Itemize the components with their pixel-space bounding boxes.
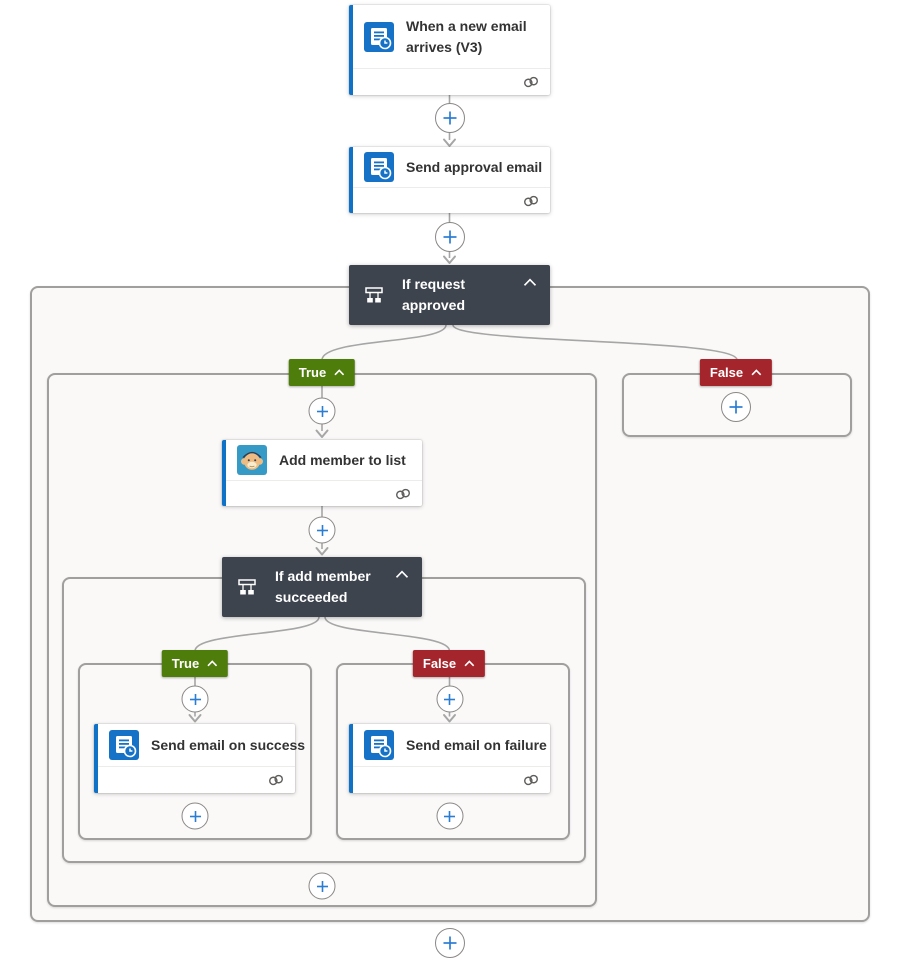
true-branch-badge[interactable]: True [288, 359, 356, 386]
action-card-send-email-on-failure[interactable]: Send email on failure [349, 724, 550, 793]
condition-card-if-request-approved[interactable]: If request approved [349, 265, 550, 325]
mailchimp-icon [237, 445, 267, 475]
add-action-button[interactable] [181, 802, 209, 830]
condition-card-if-add-member-succeeded[interactable]: If add member succeeded [222, 557, 422, 617]
card-title: Send email on failure [406, 736, 547, 753]
action-card-send-email-on-success[interactable]: Send email on success [94, 724, 305, 793]
plus-icon [444, 810, 455, 822]
plus-icon [316, 524, 328, 536]
insert-step-button[interactable] [434, 222, 465, 252]
condition-icon [238, 579, 256, 595]
card-footer [226, 480, 422, 506]
condition-icon [365, 287, 383, 303]
card-title: If request approved [402, 276, 466, 313]
outlook-icon [364, 21, 394, 52]
chevron-up-icon[interactable] [207, 660, 218, 667]
plus-icon [189, 810, 201, 822]
plus-icon [443, 936, 456, 950]
plus-icon [189, 693, 201, 705]
card-title: Add member to list [279, 451, 406, 468]
chevron-up-icon[interactable] [395, 570, 409, 579]
false-branch-badge-inner[interactable]: False [412, 650, 486, 677]
badge-label: True [171, 656, 200, 671]
action-card-send-approval-email[interactable]: Send approval email [349, 147, 550, 213]
card-title: If add member succeeded [275, 568, 371, 605]
add-action-button[interactable] [721, 392, 751, 422]
connection-icon [524, 76, 538, 87]
plus-icon [443, 111, 456, 125]
card-footer [98, 766, 295, 792]
card-footer [353, 187, 550, 213]
action-card-add-member-to-list[interactable]: Add member to list [222, 440, 422, 506]
connection-icon [396, 488, 410, 499]
add-action-button[interactable] [308, 872, 336, 900]
trigger-card-when-new-email[interactable]: When a new email arrives (V3) [349, 5, 550, 95]
chevron-up-icon[interactable] [464, 660, 475, 667]
connection-icon [524, 774, 538, 785]
badge-label: True [298, 365, 327, 380]
plus-icon [316, 405, 328, 417]
badge-label: False [422, 656, 457, 671]
insert-step-button[interactable] [308, 397, 336, 425]
insert-step-button[interactable] [436, 685, 463, 713]
plus-icon [316, 880, 328, 892]
chevron-up-icon[interactable] [751, 369, 762, 376]
insert-step-button[interactable] [181, 685, 209, 713]
false-branch-badge[interactable]: False [699, 359, 773, 386]
true-branch-badge-inner[interactable]: True [161, 650, 229, 677]
add-action-button[interactable] [434, 928, 465, 958]
connection-icon [269, 774, 283, 785]
chevron-up-icon[interactable] [523, 278, 537, 287]
card-footer [353, 68, 550, 94]
plus-icon [729, 400, 743, 414]
card-title: Send approval email [406, 158, 543, 175]
add-action-button[interactable] [436, 802, 463, 830]
card-title: Send email on success [151, 736, 306, 753]
card-title: When a new email arrives (V3) [406, 17, 527, 55]
badge-label: False [709, 365, 744, 380]
chevron-up-icon[interactable] [334, 369, 345, 376]
outlook-icon [364, 730, 394, 760]
connection-icon [524, 195, 538, 206]
insert-step-button[interactable] [434, 103, 465, 133]
card-footer [353, 766, 550, 792]
outlook-icon [364, 152, 394, 182]
outlook-icon [109, 730, 139, 760]
insert-step-button[interactable] [308, 516, 336, 544]
plus-icon [443, 230, 456, 244]
plus-icon [444, 693, 455, 705]
